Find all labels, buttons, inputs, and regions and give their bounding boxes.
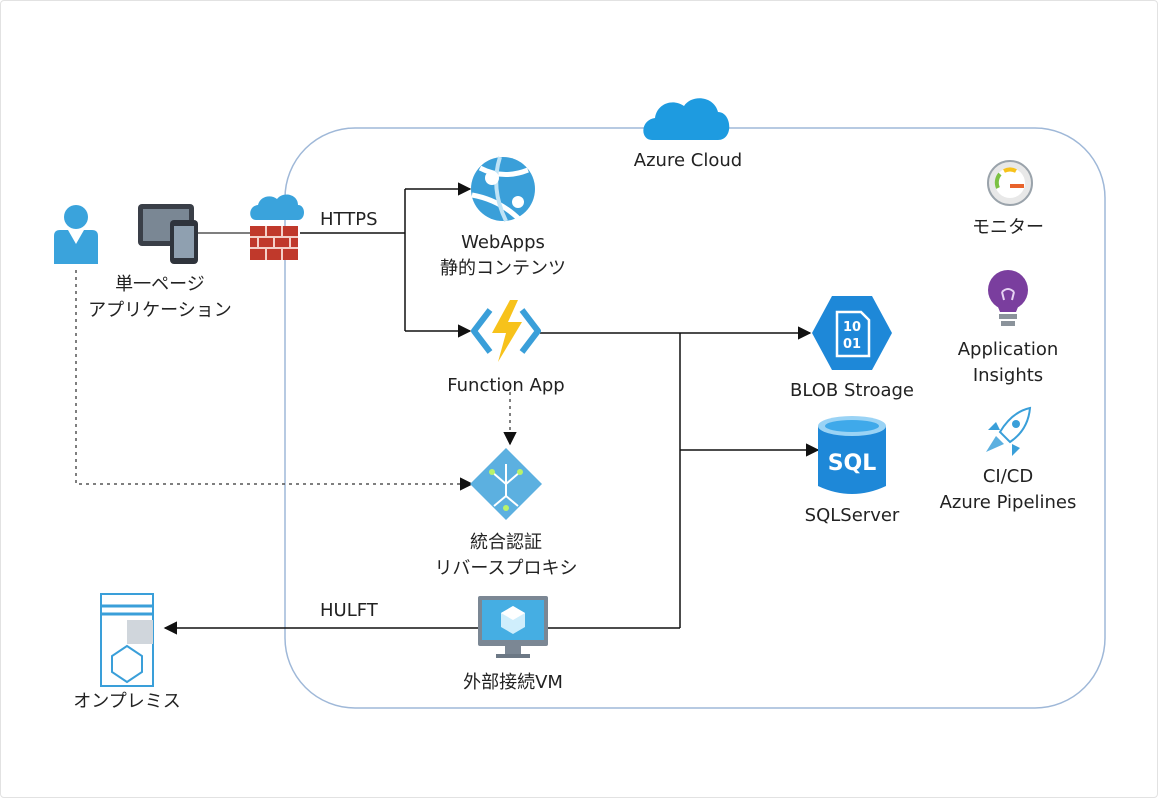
monitor-label: モニター	[972, 217, 1044, 238]
auth-proxy-icon	[470, 448, 542, 520]
user-icon	[54, 205, 98, 264]
webapps-label-line1: WebApps	[461, 232, 545, 253]
app-insights-icon	[988, 270, 1028, 326]
user-label-line1: 単一ページ	[115, 274, 205, 295]
hulft-edge-label: HULFT	[320, 600, 378, 621]
firewall-icon	[250, 194, 304, 260]
webapps-icon	[471, 156, 535, 222]
cicd-rocket-icon	[986, 406, 1032, 456]
app-insights-label-line1: Application	[957, 339, 1059, 360]
webapps-label-line2: 静的コンテンツ	[440, 258, 566, 279]
cicd-label-line2: Azure Pipelines	[939, 492, 1077, 513]
function-app-icon	[471, 300, 541, 362]
app-insights-label-line2: Insights	[972, 365, 1044, 386]
onprem-label: オンプレミス	[73, 691, 181, 712]
azure-cloud-title: Azure Cloud	[633, 150, 743, 171]
azure-cloud-icon	[643, 98, 730, 140]
blob-icon-text-2: 01	[843, 337, 861, 352]
blob-icon-text-1: 10	[843, 320, 861, 335]
vm-label: 外部接続VM	[463, 672, 563, 693]
monitor-gauge-icon	[987, 160, 1033, 206]
blob-storage-icon: 10 01	[812, 296, 892, 370]
devices-icon	[138, 204, 198, 264]
cicd-label-line1: CI/CD	[982, 466, 1034, 487]
user-label-line2: アプリケーション	[88, 300, 232, 321]
auth-proxy-label-line2: リバースプロキシ	[434, 558, 578, 579]
auth-proxy-label-line1: 統合認証	[470, 532, 542, 553]
onprem-server-icon	[100, 593, 154, 687]
sql-icon-text: SQL	[828, 451, 877, 476]
dotted-user-to-auth	[75, 270, 474, 491]
function-app-label: Function App	[447, 375, 565, 396]
vm-icon	[478, 596, 548, 658]
blob-label: BLOB Stroage	[789, 380, 914, 401]
sql-server-icon: SQL	[818, 416, 886, 494]
https-edge-label: HTTPS	[320, 209, 378, 230]
sql-label: SQLServer	[804, 505, 900, 526]
